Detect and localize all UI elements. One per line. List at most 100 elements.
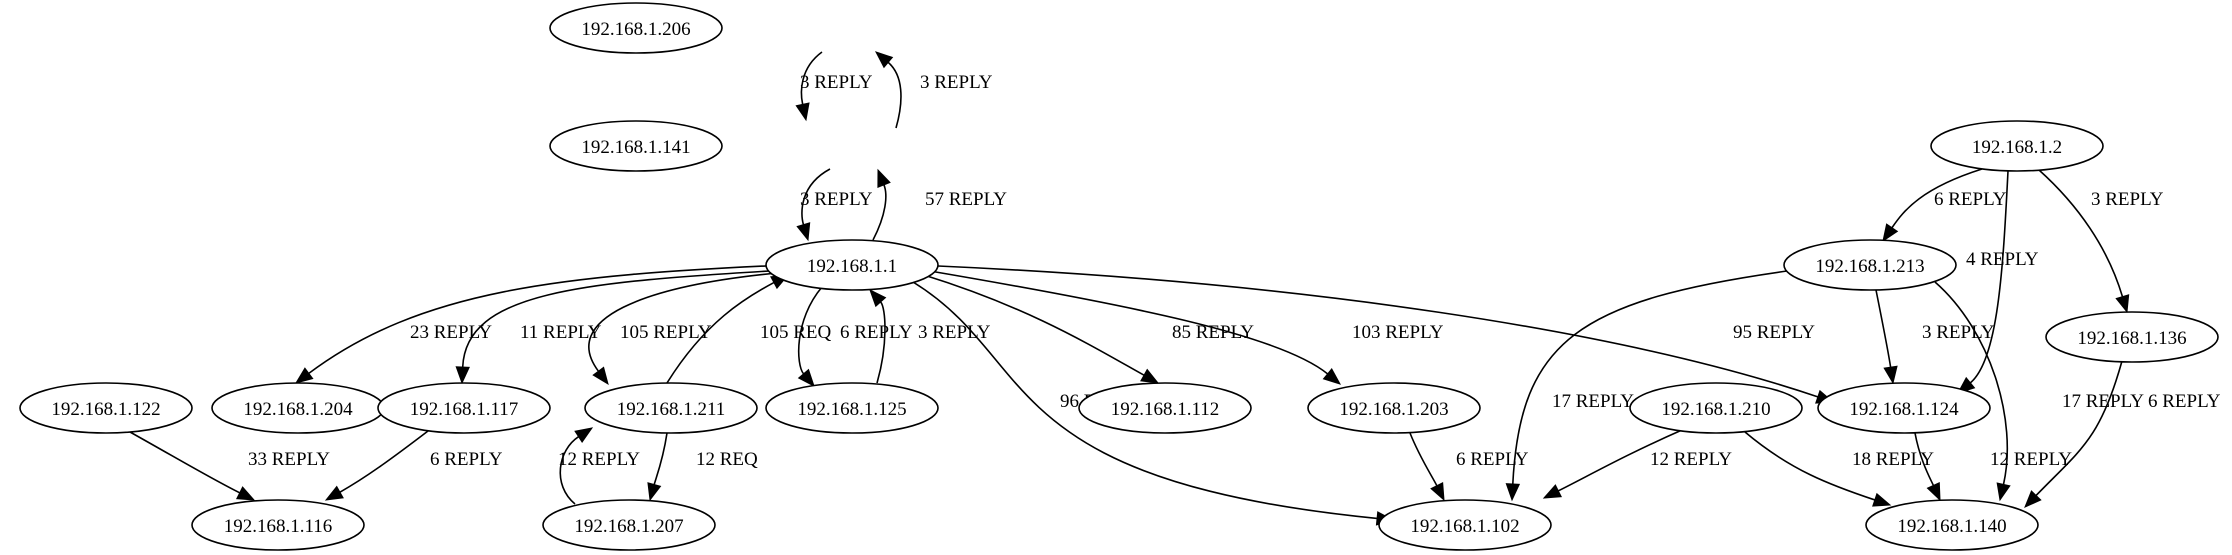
- edge-line: [2038, 169, 2124, 297]
- arrowhead-icon: [1996, 482, 2011, 502]
- arrowhead-icon: [324, 485, 344, 501]
- arrowhead-icon: [795, 102, 810, 122]
- node-label: 192.168.1.206: [581, 19, 690, 40]
- node-ellipse: [1817, 382, 1991, 434]
- edge-label: 105 REQ: [760, 322, 832, 343]
- node-ellipse: [765, 239, 939, 291]
- edge-line: [887, 61, 902, 129]
- edge-n210-to-n102: 12 REPLY: [1542, 429, 1732, 499]
- arrowhead-icon: [1322, 367, 1342, 385]
- node-n116: 192.168.1.116: [191, 499, 365, 551]
- edge-label: 3 REPLY: [800, 72, 873, 93]
- edge-line: [1557, 429, 1683, 492]
- arrowhead-icon: [574, 427, 594, 444]
- node-n213: 192.168.1.213: [1783, 239, 1957, 291]
- arrowhead-icon: [1926, 481, 1941, 502]
- edge-n117-to-n116: 6 REPLY: [324, 430, 503, 501]
- edge-line: [801, 168, 831, 225]
- node-n211: 192.168.1.211: [584, 382, 758, 434]
- edge-n2-to-n124: 4 REPLY: [1956, 170, 2039, 394]
- edge-n206-to-n141: 3 REPLY: [795, 51, 873, 122]
- edge-n141-to-n1: 3 REPLY: [796, 168, 873, 242]
- arrowhead-icon: [797, 368, 815, 388]
- node-ellipse: [19, 382, 193, 434]
- arrowhead-icon: [796, 222, 811, 242]
- edge-label: 6 REPLY: [1456, 449, 1529, 470]
- edge-line: [1512, 270, 1788, 485]
- edge-label: 18 REPLY: [1852, 449, 1934, 470]
- arrowhead-icon: [1140, 368, 1160, 384]
- edge-n1-to-n124: 95 REPLY: [937, 265, 1835, 404]
- edge-line: [872, 184, 887, 241]
- edge-n213-to-n140: 17 REPLY: [1934, 281, 2144, 502]
- node-n112: 192.168.1.112: [1078, 382, 1252, 434]
- node-ellipse: [1783, 239, 1957, 291]
- node-label: 192.168.1.140: [1897, 516, 2006, 537]
- edge-n1-to-n125: 6 REPLY: [797, 286, 913, 388]
- edge-line: [797, 286, 823, 375]
- edge-line: [800, 51, 823, 105]
- node-n125: 192.168.1.125: [765, 382, 939, 434]
- arrowhead-icon: [869, 289, 887, 308]
- edge-line: [666, 281, 775, 384]
- arrowhead-icon: [874, 51, 894, 69]
- nodes-layer: 192.168.1.206192.168.1.141192.168.1.1192…: [19, 2, 2219, 551]
- node-label: 192.168.1.2: [1972, 137, 2062, 158]
- node-n207: 192.168.1.207: [542, 499, 716, 551]
- node-label: 192.168.1.102: [1410, 516, 1519, 537]
- edge-label: 17 REPLY: [1552, 391, 1634, 412]
- edge-label: 6 REPLY: [2148, 391, 2221, 412]
- edge-n213-to-n124: 3 REPLY: [1875, 289, 1995, 385]
- edge-label: 3 REPLY: [800, 189, 873, 210]
- edge-label: 12 REPLY: [1990, 449, 2072, 470]
- node-label: 192.168.1.125: [797, 399, 906, 420]
- edge-label: 12 REQ: [696, 449, 758, 470]
- edge-line: [461, 269, 787, 368]
- edge-label: 95 REPLY: [1733, 322, 1815, 343]
- node-ellipse: [1307, 382, 1481, 434]
- edge-n1-to-n117: 11 REPLY: [455, 269, 787, 385]
- node-label: 192.168.1.211: [617, 399, 726, 420]
- edge-label: 33 REPLY: [248, 449, 330, 470]
- edge-n210-to-n140: 18 REPLY: [1744, 431, 1934, 507]
- node-n102: 192.168.1.102: [1378, 499, 1552, 551]
- arrowhead-icon: [592, 366, 609, 386]
- node-ellipse: [1378, 499, 1552, 551]
- edge-n124-to-n140: 12 REPLY: [1914, 432, 2072, 502]
- node-label: 192.168.1.203: [1339, 399, 1448, 420]
- node-n204: 192.168.1.204: [211, 382, 385, 434]
- node-ellipse: [1930, 120, 2104, 172]
- edge-line: [1934, 281, 2009, 485]
- node-n124: 192.168.1.124: [1817, 382, 1991, 434]
- node-ellipse: [1078, 382, 1252, 434]
- node-n210: 192.168.1.210: [1629, 382, 1803, 434]
- arrowhead-icon: [2024, 490, 2042, 508]
- edge-n2-to-n136: 3 REPLY: [2038, 169, 2164, 314]
- edge-label: 6 REPLY: [430, 449, 503, 470]
- edge-line: [1969, 170, 2009, 384]
- node-ellipse: [542, 499, 716, 551]
- edge-line: [588, 271, 789, 372]
- node-ellipse: [1865, 499, 2039, 551]
- edge-n207-to-n211: 12 REPLY: [558, 427, 640, 505]
- edge-label: 103 REPLY: [1352, 322, 1444, 343]
- node-ellipse: [765, 382, 939, 434]
- node-label: 192.168.1.122: [51, 399, 160, 420]
- node-n117: 192.168.1.117: [377, 382, 551, 434]
- edge-n136-to-n140: 6 REPLY: [2024, 360, 2221, 508]
- edge-line: [129, 431, 241, 494]
- edge-label: 3 REPLY: [1922, 322, 1995, 343]
- edge-n125-to-n1: 3 REPLY: [869, 289, 991, 384]
- edge-label: 12 REPLY: [1650, 449, 1732, 470]
- arrowhead-icon: [1872, 492, 1892, 507]
- edge-n211-to-n1: 105 REQ: [666, 274, 832, 384]
- node-n206: 192.168.1.206: [549, 2, 723, 54]
- arrowhead-icon: [1542, 484, 1562, 499]
- node-n141: 192.168.1.141: [549, 120, 723, 172]
- node-label: 192.168.1.213: [1815, 256, 1924, 277]
- node-label: 192.168.1.117: [410, 399, 519, 420]
- node-ellipse: [549, 120, 723, 172]
- edge-n1-to-n112: 85 REPLY: [923, 274, 1254, 384]
